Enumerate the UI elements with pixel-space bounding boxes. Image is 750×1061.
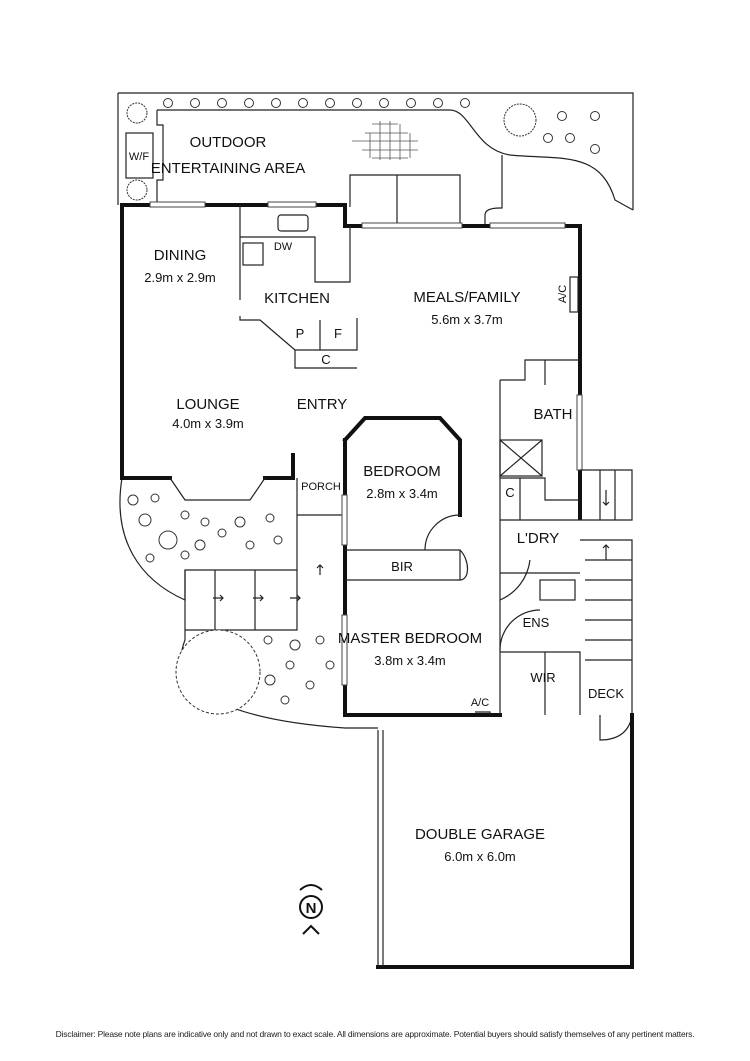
ac-label: A/C — [557, 285, 569, 303]
meals-family-label: MEALS/FAMILY — [413, 289, 520, 306]
entry-label: ENTRY — [297, 396, 348, 413]
room-labels: OUTDOOR ENTERTAINING AREA W/F DINING 2.9… — [129, 134, 624, 864]
garage-dimensions: 6.0m x 6.0m — [444, 849, 516, 864]
front-garden — [119, 477, 378, 729]
outdoor-label-2: ENTERTAINING AREA — [151, 160, 305, 177]
wir-label: WIR — [530, 670, 555, 685]
outdoor-area — [117, 92, 634, 226]
fridge-label: F — [334, 326, 342, 341]
master-bedroom-dimensions: 3.8m x 3.4m — [374, 653, 446, 668]
porch-label: PORCH — [301, 481, 341, 493]
hedge-plants — [126, 98, 600, 201]
disclaimer: Disclaimer: Please note plans are indica… — [55, 1029, 695, 1039]
deck-label: DECK — [588, 686, 624, 701]
garage — [376, 713, 634, 969]
cupboard-label: C — [321, 352, 330, 367]
ac-label-2: A/C — [471, 697, 489, 709]
dining-label: DINING — [154, 247, 207, 264]
dishwasher-label: DW — [274, 241, 293, 253]
ensuite-label: ENS — [523, 615, 550, 630]
kitchen-label: KITCHEN — [264, 290, 330, 307]
laundry-label: L'DRY — [517, 530, 560, 547]
bedroom-label: BEDROOM — [363, 463, 441, 480]
compass-label: N — [306, 900, 317, 917]
wf-label: W/F — [129, 151, 149, 163]
bath-label: BATH — [534, 406, 573, 423]
north-compass-icon: N — [299, 884, 323, 935]
master-bedroom-label: MASTER BEDROOM — [338, 630, 482, 647]
bedroom-dimensions: 2.8m x 3.4m — [366, 486, 438, 501]
bir-label: BIR — [391, 559, 413, 574]
lounge-dimensions: 4.0m x 3.9m — [172, 416, 244, 431]
garage-label: DOUBLE GARAGE — [415, 826, 545, 843]
pantry-label: P — [296, 326, 305, 341]
linen-cupboard-label: C — [505, 485, 514, 500]
dining-dimensions: 2.9m x 2.9m — [144, 270, 216, 285]
outdoor-label: OUTDOOR — [190, 134, 267, 151]
paving-icon — [352, 121, 418, 160]
meals-family-dimensions: 5.6m x 3.7m — [431, 312, 503, 327]
house-walls — [120, 201, 633, 741]
lounge-label: LOUNGE — [176, 396, 239, 413]
